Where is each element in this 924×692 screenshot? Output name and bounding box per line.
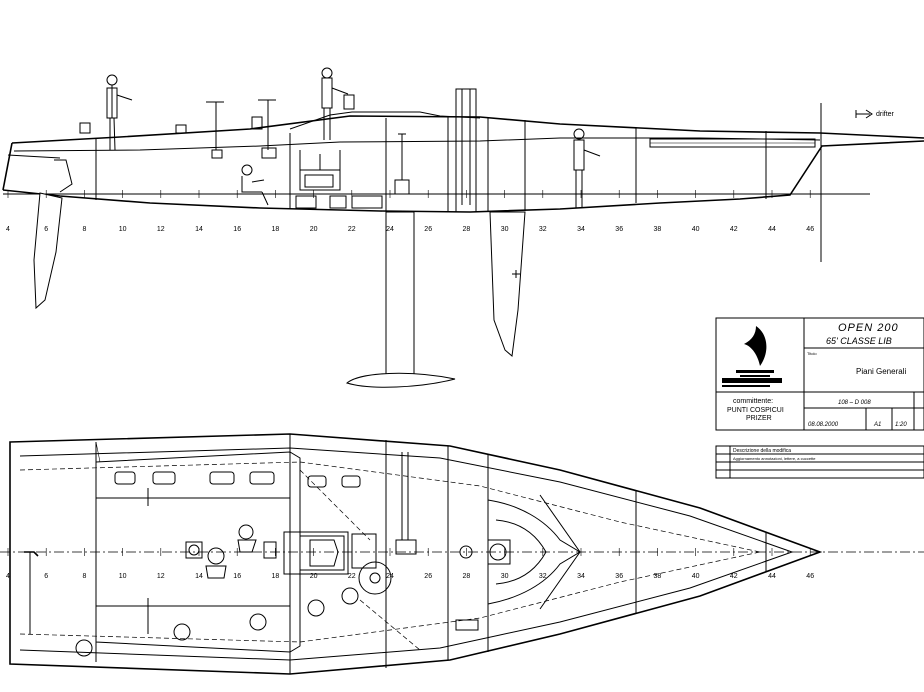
- station-plan-label-44: 44: [768, 573, 776, 580]
- station-profile-label-12: 12: [157, 226, 165, 233]
- station-plan-label-46: 46: [806, 573, 814, 580]
- deck-outline-plan: [9, 433, 823, 675]
- revision-row-1: Aggiornamento annotazioni, lettere, a cu…: [733, 456, 816, 461]
- station-profile-label-14: 14: [195, 226, 203, 233]
- station-profile-label-34: 34: [577, 226, 585, 233]
- station-profile-label-24: 24: [386, 226, 394, 233]
- coachroof: [289, 111, 481, 130]
- title-block-subtitle: 65' CLASSE LIB: [826, 336, 892, 346]
- station-profile-label-10: 10: [119, 226, 127, 233]
- station-profile-label-20: 20: [310, 226, 318, 233]
- station-plan-label-8: 8: [82, 573, 86, 580]
- station-profile-label-30: 30: [501, 226, 509, 233]
- interior-profile: [295, 133, 410, 209]
- crew-figures: [106, 67, 601, 208]
- station-profile-label-18: 18: [272, 226, 280, 233]
- station-profile-label-6: 6: [44, 226, 48, 233]
- station-plan-label-4: 4: [6, 573, 10, 580]
- description: Piani Generali: [856, 367, 906, 376]
- description-caption: Titolo: [807, 351, 817, 356]
- client-line1: PUNTI COSPICUI: [727, 407, 784, 414]
- station-plan-label-20: 20: [310, 573, 318, 580]
- station-profile-label-4: 4: [6, 226, 10, 233]
- station-plan-label-38: 38: [654, 573, 662, 580]
- rudder: [33, 192, 63, 310]
- crew-figures-plan: [205, 524, 257, 579]
- station-plan-label-34: 34: [577, 573, 585, 580]
- bulkheads-profile: [95, 103, 822, 262]
- station-profile-label-40: 40: [692, 226, 700, 233]
- drawing-scale: 1:20: [895, 422, 907, 428]
- station-plan-label-26: 26: [424, 573, 432, 580]
- drifter-label: drifter: [876, 111, 895, 118]
- station-plan-label-14: 14: [195, 573, 203, 580]
- station-plan-label-12: 12: [157, 573, 165, 580]
- title-block: OPEN 200 65' CLASSE LIB Titolo Piani Gen…: [715, 317, 924, 479]
- deck-sheer-line: [11, 115, 924, 144]
- client-line2: PRIZER: [746, 415, 772, 422]
- station-profile-label-16: 16: [233, 226, 241, 233]
- station-plan-label-30: 30: [501, 573, 509, 580]
- profile-view: drifter: [2, 67, 924, 388]
- deck-fittings-plan: [24, 452, 511, 657]
- station-plan-label-36: 36: [615, 573, 623, 580]
- station-plan-label-6: 6: [44, 573, 48, 580]
- station-plan-label-16: 16: [233, 573, 241, 580]
- client-caption: committente:: [733, 398, 773, 405]
- portlights: [114, 471, 361, 488]
- keel-bulb: [345, 372, 456, 388]
- station-profile-label-32: 32: [539, 226, 547, 233]
- station-profile-label-36: 36: [615, 226, 623, 233]
- keel-fin: [385, 211, 415, 378]
- daggerboard: [489, 211, 526, 357]
- station-plan-label-40: 40: [692, 573, 700, 580]
- station-plan-label-32: 32: [539, 573, 547, 580]
- station-plan-label-28: 28: [463, 573, 471, 580]
- station-profile-label-38: 38: [654, 226, 662, 233]
- station-plan-label-42: 42: [730, 573, 738, 580]
- station-plan-label-10: 10: [119, 573, 127, 580]
- station-profile-label-8: 8: [82, 226, 86, 233]
- station-profile-label-26: 26: [424, 226, 432, 233]
- drawing-format: A1: [873, 422, 881, 428]
- station-plan-label-18: 18: [272, 573, 280, 580]
- station-profile-label-46: 46: [806, 226, 814, 233]
- deck-hardware: [79, 94, 355, 159]
- station-plan-label-22: 22: [348, 573, 356, 580]
- drawing-number: 108 – D 008: [838, 400, 871, 406]
- station-profile-label-22: 22: [348, 226, 356, 233]
- hull-bottom-line: [2, 140, 924, 213]
- station-profile-label-42: 42: [730, 226, 738, 233]
- designer-logo: [722, 326, 782, 387]
- station-profile-label-28: 28: [463, 226, 471, 233]
- station-plan-label-24: 24: [386, 573, 394, 580]
- drawing-date: 08.08.2000: [808, 422, 839, 428]
- transom-line: [2, 142, 13, 191]
- title-block-title: OPEN 200: [838, 322, 899, 334]
- station-profile-label-44: 44: [768, 226, 776, 233]
- revision-header: Descrizione della modifica: [733, 448, 791, 454]
